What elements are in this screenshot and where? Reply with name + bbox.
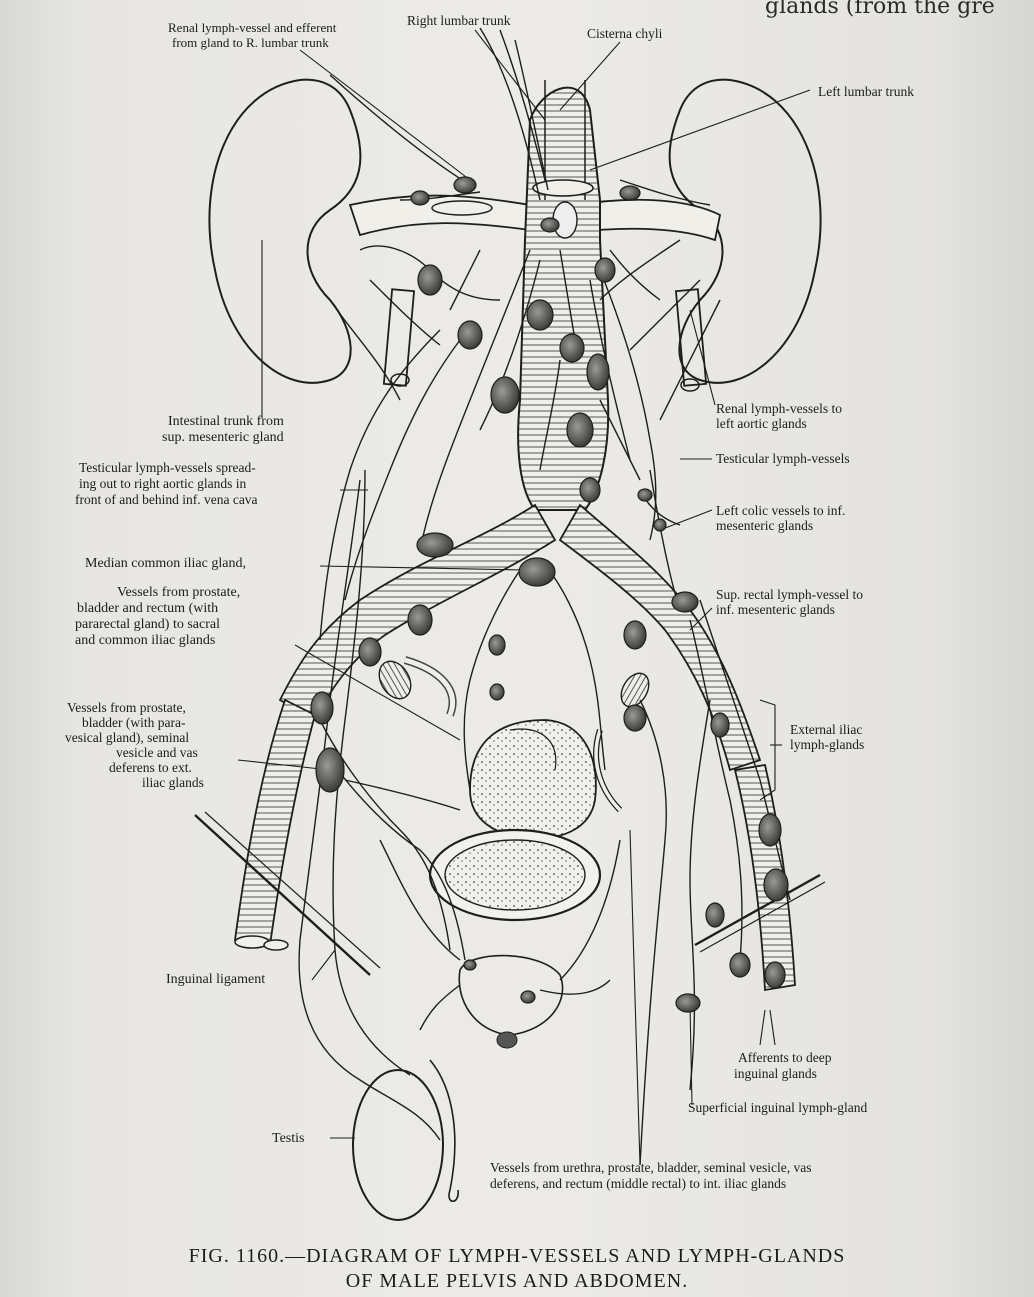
gland	[316, 748, 344, 792]
gland	[676, 994, 700, 1012]
label-intestinal-trunk-2: sup. mesenteric gland	[162, 430, 284, 445]
gland	[417, 533, 453, 557]
label-left-colic-2: mesenteric glands	[716, 518, 813, 533]
gland	[706, 903, 724, 927]
label-testicular-lymph-vessels: Testicular lymph-vessels	[716, 451, 850, 466]
gland	[519, 558, 555, 586]
gland	[595, 258, 615, 282]
gland	[418, 265, 442, 295]
gland	[527, 300, 553, 330]
rectum	[430, 830, 600, 920]
gland	[638, 489, 652, 501]
gland	[567, 413, 593, 447]
label-vessels-para-1: Vessels from prostate,	[67, 700, 186, 715]
figure-caption-line1: FIG. 1160.—DIAGRAM OF LYMPH-VESSELS AND …	[0, 1245, 1034, 1268]
label-vessels-prostate-3: pararectal gland) to sacral	[75, 617, 220, 632]
label-vessels-prostate-4: and common iliac glands	[75, 633, 215, 648]
label-external-iliac-1: External iliac	[790, 722, 862, 737]
figure-caption-line2: OF MALE PELVIS AND ABDOMEN.	[0, 1270, 1034, 1293]
gland	[711, 713, 729, 737]
gland	[490, 684, 504, 700]
label-sup-rectal-2: inf. mesenteric glands	[716, 602, 835, 617]
gland	[489, 635, 505, 655]
aorta-and-cava	[518, 80, 608, 510]
prostate	[459, 956, 562, 1048]
gland	[454, 177, 476, 193]
gland	[458, 321, 482, 349]
left-kidney	[670, 80, 821, 391]
right-kidney	[209, 80, 414, 386]
gland	[521, 991, 535, 1003]
gland	[311, 692, 333, 724]
label-cisterna-chyli: Cisterna chyli	[587, 26, 662, 41]
label-intestinal-trunk-1: Intestinal trunk from	[168, 414, 284, 429]
gland	[759, 814, 781, 846]
gland	[411, 191, 429, 205]
label-afferents-1: Afferents to deep	[738, 1050, 831, 1065]
label-sup-rectal-1: Sup. rectal lymph-vessel to	[716, 587, 863, 602]
label-vessels-urethra-1: Vessels from urethra, prostate, bladder,…	[490, 1160, 811, 1175]
label-vessels-para-2: bladder (with para-	[82, 715, 185, 730]
label-left-colic-1: Left colic vessels to inf.	[716, 503, 845, 518]
gland	[624, 621, 646, 649]
gland	[765, 962, 785, 988]
label-vessels-prostate-2: bladder and rectum (with	[77, 601, 218, 616]
label-renal-left-aortic-1: Renal lymph-vessels to	[716, 401, 842, 416]
gland	[359, 638, 381, 666]
gland	[672, 592, 698, 612]
label-superficial-inguinal: Superficial inguinal lymph-gland	[688, 1100, 867, 1115]
label-renal-left-aortic-2: left aortic glands	[716, 416, 807, 431]
label-median-common-iliac: Median common iliac gland,	[85, 556, 246, 571]
label-external-iliac-2: lymph-glands	[790, 737, 864, 752]
gland	[654, 519, 666, 531]
label-testis: Testis	[272, 1131, 304, 1146]
gland	[560, 334, 584, 362]
bladder	[470, 720, 596, 838]
gland	[624, 705, 646, 731]
gland	[464, 960, 476, 970]
label-vessels-para-3: vesical gland), seminal	[65, 730, 189, 745]
label-inguinal-ligament: Inguinal ligament	[166, 972, 265, 987]
gland	[408, 605, 432, 635]
label-vessels-prostate-1: Vessels from prostate,	[117, 585, 240, 600]
testis	[353, 1060, 458, 1220]
label-vessels-para-4: vesicle and vas	[116, 745, 198, 760]
label-testicular-spread-1: Testicular lymph-vessels spread-	[79, 460, 256, 475]
label-vessels-urethra-2: deferens, and rectum (middle rectal) to …	[490, 1176, 786, 1191]
gland	[764, 869, 788, 901]
label-left-lumbar-trunk: Left lumbar trunk	[818, 84, 914, 99]
label-renal-lymph-vessel-2: from gland to R. lumbar trunk	[172, 35, 329, 50]
label-testicular-spread-2: ing out to right aortic glands in	[79, 476, 246, 491]
label-testicular-spread-3: front of and behind inf. vena cava	[75, 492, 258, 507]
gland	[730, 953, 750, 977]
gland	[491, 377, 519, 413]
label-afferents-2: inguinal glands	[734, 1066, 817, 1081]
label-right-lumbar-trunk: Right lumbar trunk	[407, 13, 511, 28]
label-vessels-para-6: iliac glands	[142, 775, 204, 790]
label-vessels-para-5: deferens to ext.	[109, 760, 192, 775]
label-renal-lymph-vessel: Renal lymph-vessel and efferent	[168, 20, 336, 35]
gland	[580, 478, 600, 502]
gland	[541, 218, 559, 232]
gland	[620, 186, 640, 200]
gland	[587, 354, 609, 390]
